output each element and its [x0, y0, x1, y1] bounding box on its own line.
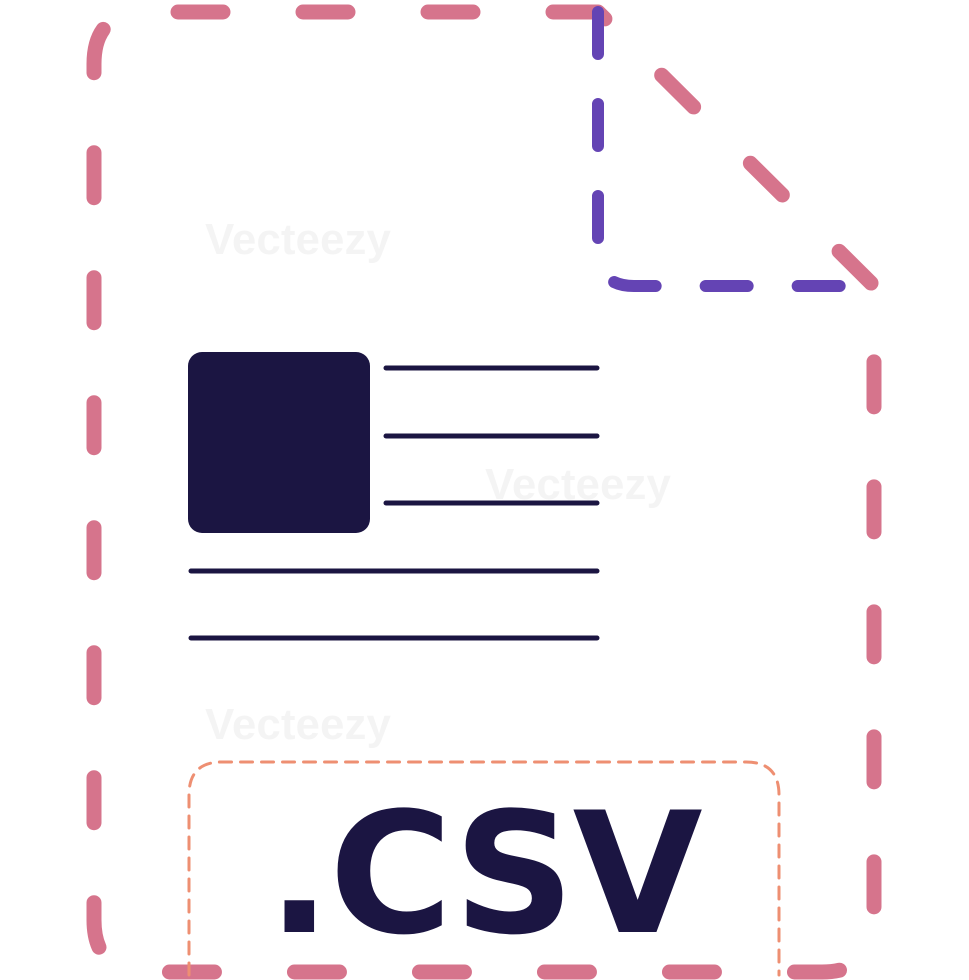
file-extension-label: .CSV — [267, 776, 702, 972]
folded-corner — [592, 6, 880, 292]
image-block — [188, 352, 370, 533]
label-frame — [187, 760, 781, 977]
document-content-icon — [188, 352, 600, 641]
file-outline — [86, 4, 882, 980]
